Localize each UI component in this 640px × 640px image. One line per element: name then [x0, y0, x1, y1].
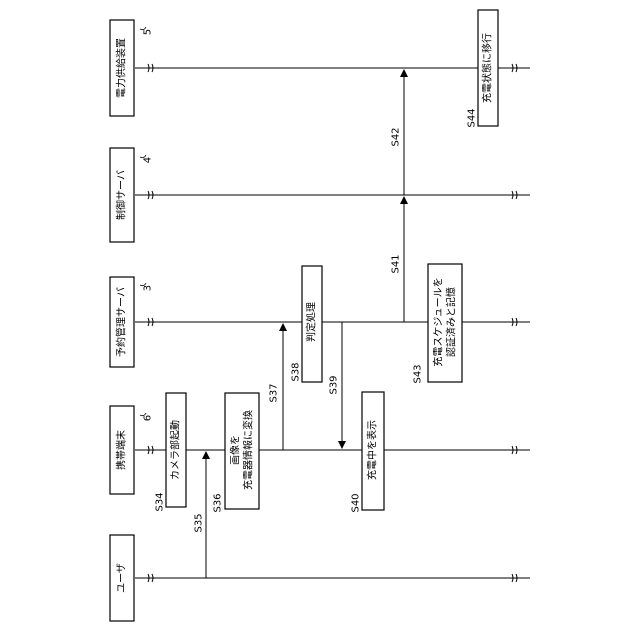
- actor-user: ユーザ: [110, 535, 134, 621]
- actor-control-label: 制御サーバ: [115, 170, 128, 220]
- step-label-s41: S41: [391, 254, 402, 273]
- step-label-s42: S42: [391, 127, 402, 146]
- step-label-s40: S40: [351, 493, 362, 512]
- process-record-label-1: 充電スケジュールを: [432, 277, 445, 366]
- process-transition-label: 充電状態に移行: [481, 33, 494, 103]
- step-label-s37: S37: [269, 383, 280, 402]
- process-camera: カメラ部起動 S34: [155, 393, 187, 512]
- lifeline-reservation: [135, 318, 530, 326]
- lifeline-user: [135, 574, 530, 582]
- message-s39: S39: [329, 322, 343, 448]
- actor-mobile-label: 携帯端末: [115, 430, 128, 470]
- step-label-s34: S34: [155, 492, 166, 511]
- actor-power-label: 電力供給装置: [115, 38, 128, 98]
- message-s41: S41: [391, 197, 405, 322]
- step-label-s43: S43: [413, 364, 424, 383]
- process-judge-label: 判定処理: [305, 302, 318, 342]
- lifeline-power: [135, 64, 530, 72]
- message-s37: S37: [269, 324, 284, 450]
- actor-mobile-ref: 6: [143, 415, 154, 421]
- step-label-s36: S36: [213, 493, 224, 512]
- step-label-s35: S35: [194, 513, 205, 532]
- process-record-label-2: 認証済みと記憶: [445, 287, 458, 357]
- process-camera-label: カメラ部起動: [169, 420, 182, 480]
- step-label-s38: S38: [291, 362, 302, 381]
- process-transition: 充電状態に移行 S44: [467, 10, 499, 128]
- process-record: 充電スケジュールを 認証済みと記憶 S43: [413, 264, 463, 384]
- process-judge: 判定処理 S38: [291, 266, 323, 382]
- process-convert-label-2: 充電器情報に変換: [242, 410, 255, 490]
- process-charging: 充電中を表示 S40: [351, 392, 385, 513]
- actor-user-label: ユーザ: [116, 563, 128, 593]
- step-label-s44: S44: [467, 108, 478, 127]
- process-charging-label: 充電中を表示: [366, 420, 379, 480]
- actor-reservation-ref: 3: [143, 285, 154, 291]
- message-s42: S42: [391, 70, 405, 195]
- message-s35: S35: [194, 452, 207, 578]
- actor-control-ref: 4: [143, 157, 154, 163]
- lifeline-control: [135, 191, 530, 199]
- actor-reservation-label: 予約管理サーバ: [115, 287, 128, 357]
- process-convert-label-1: 画像を: [230, 435, 242, 465]
- step-label-s39: S39: [329, 375, 340, 394]
- process-convert: 画像を 充電器情報に変換 S36: [213, 393, 260, 513]
- lifeline-mobile: [135, 446, 530, 454]
- actor-power-ref: 5: [143, 29, 154, 35]
